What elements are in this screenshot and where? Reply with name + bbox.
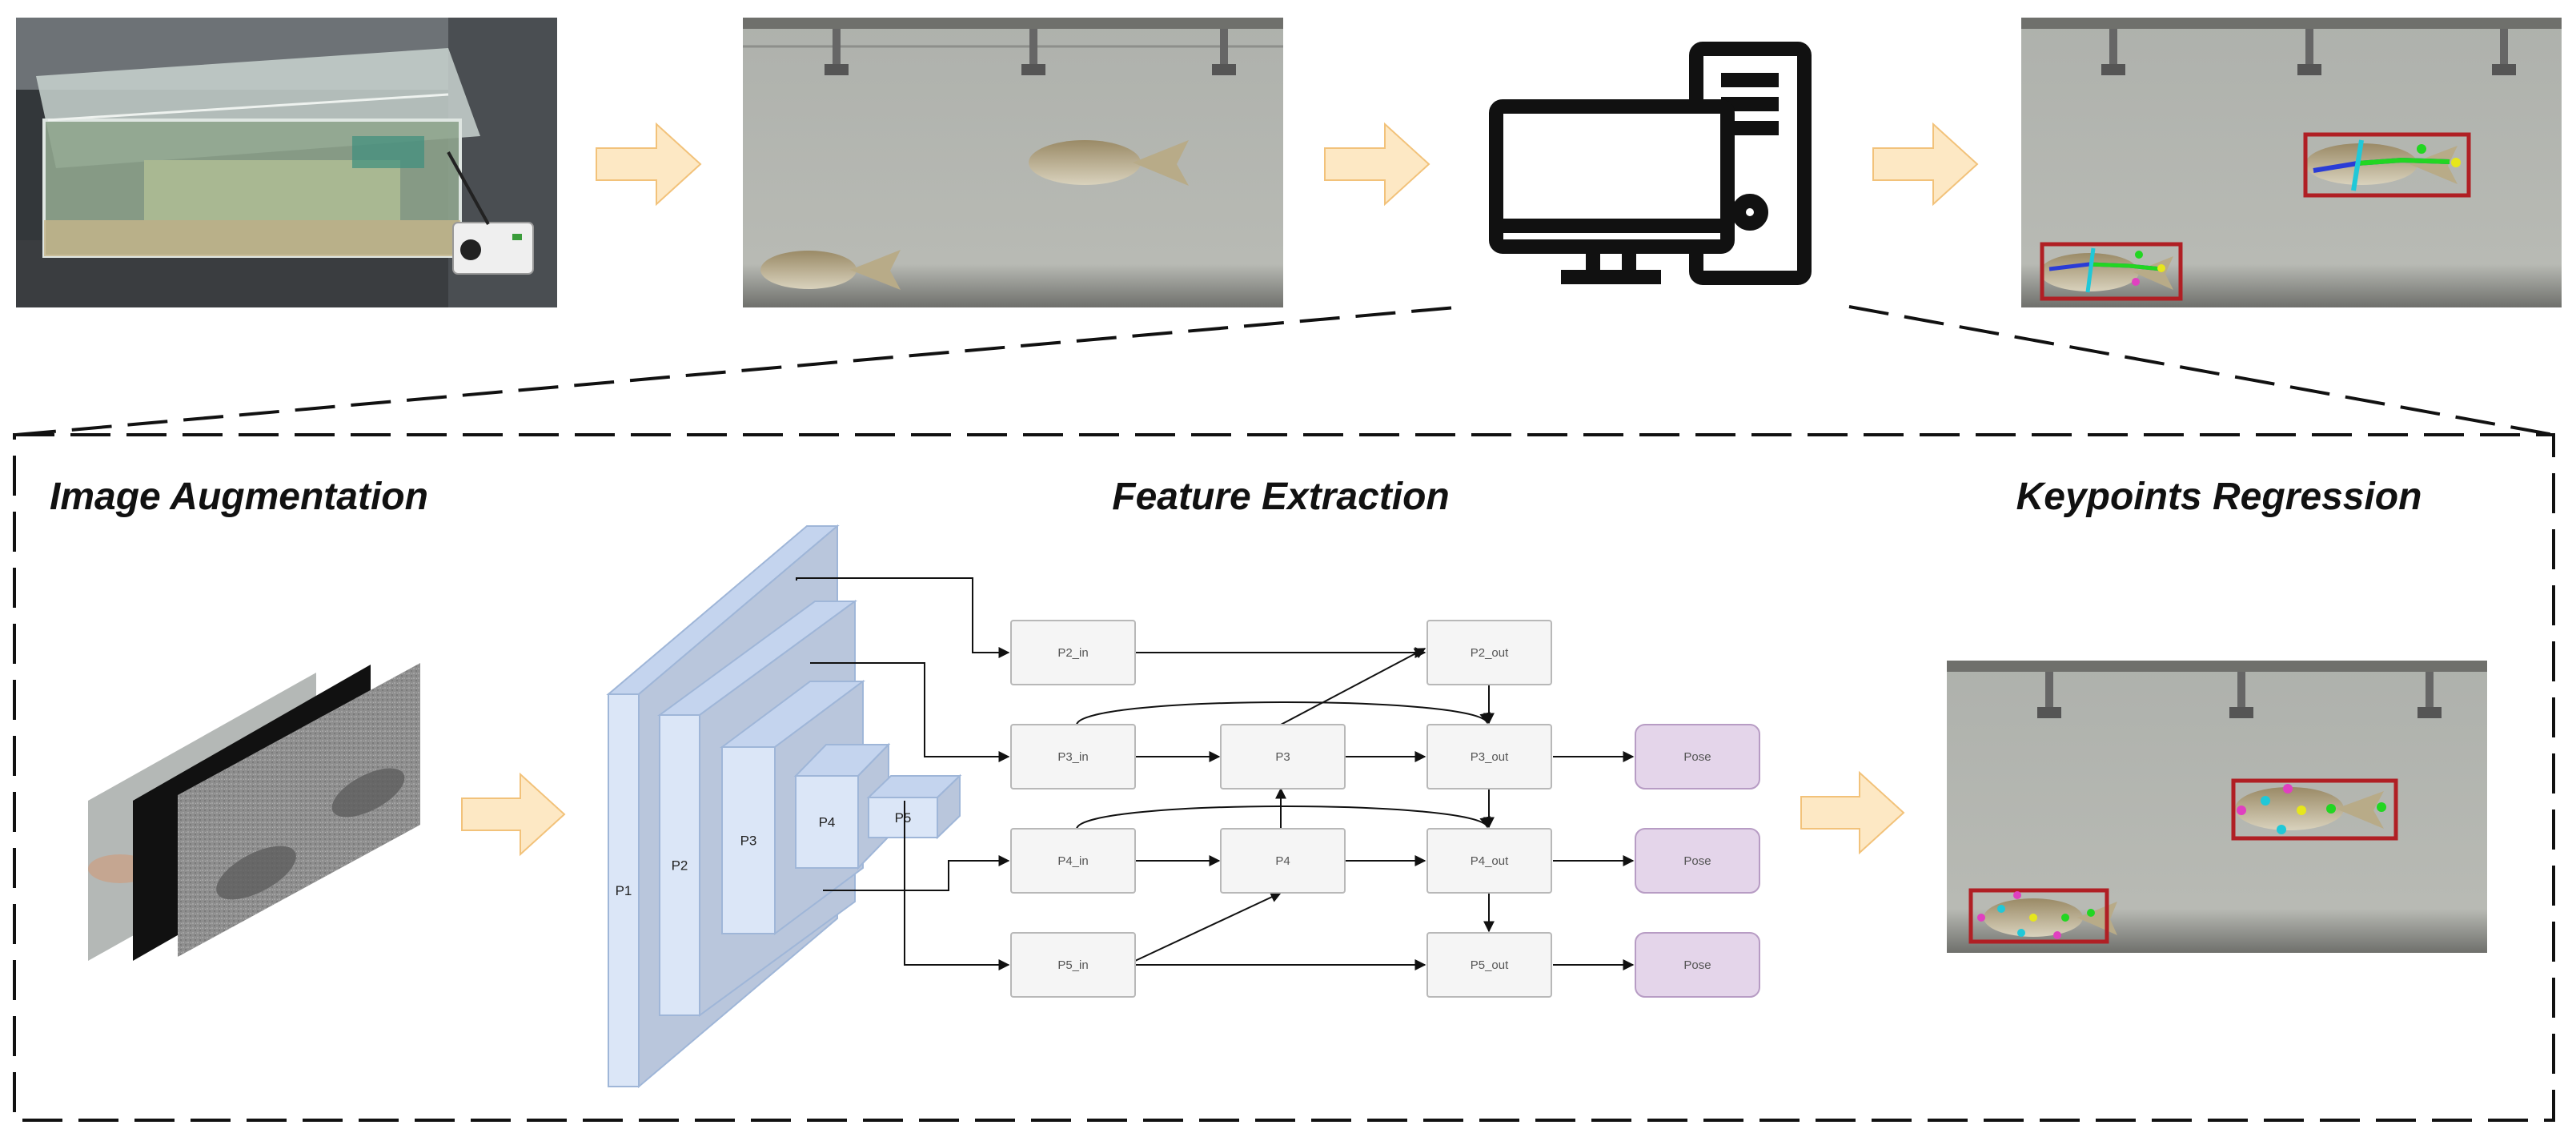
flow-arrow-icon [1324, 122, 1430, 207]
node-mid-p3: P3 [1220, 724, 1346, 789]
pose-head-1: Pose [1635, 724, 1760, 789]
node-p3_in: P3_in [1010, 724, 1136, 789]
node-label: Pose [1683, 854, 1711, 868]
node-label: P5_out [1471, 958, 1509, 972]
pose-head-3: Pose [1635, 932, 1760, 998]
node-label: P3_in [1057, 750, 1088, 764]
computer-monitor-icon [1489, 99, 1735, 284]
node-p4_out: P4_out [1426, 828, 1552, 894]
detection-result-image [2021, 18, 2562, 307]
node-p2_in: P2_in [1010, 620, 1136, 685]
flow-arrow-icon [461, 772, 566, 857]
bounding-box [1968, 888, 2109, 944]
bounding-box [2231, 778, 2398, 841]
flow-arrow-icon [1800, 770, 1905, 855]
bounding-box [2303, 132, 2471, 198]
node-label: P4_in [1057, 854, 1088, 868]
raw-tank-image [743, 18, 1283, 307]
title-image-augmentation: Image Augmentation [50, 476, 428, 518]
pose-head-2: Pose [1635, 828, 1760, 894]
node-p2_out: P2_out [1426, 620, 1552, 685]
node-p3_out: P3_out [1426, 724, 1552, 789]
backbone-layer-p5: P5 [866, 773, 962, 840]
zoom-frame [13, 305, 2555, 1122]
node-label: P2_out [1471, 646, 1509, 660]
flow-arrow-icon [1872, 122, 1979, 207]
node-p4_in: P4_in [1010, 828, 1136, 894]
node-label: Pose [1683, 958, 1711, 972]
node-p5_out: P5_out [1426, 932, 1552, 998]
fish [216, 768, 405, 900]
node-label: P3 [1275, 750, 1290, 764]
backbone-label: P4 [819, 815, 836, 830]
lab-setup-photo [16, 18, 557, 307]
computer-icon [1489, 42, 1812, 285]
backbone-label: P5 [895, 810, 912, 826]
fish [760, 250, 901, 290]
title-feature-extraction: Feature Extraction [1112, 476, 1449, 518]
node-label: P2_in [1057, 646, 1088, 660]
backbone-label: P1 [616, 883, 632, 898]
feature-connections [796, 577, 1635, 970]
node-label: P4_out [1471, 854, 1509, 868]
node-label: P4 [1275, 854, 1290, 868]
title-keypoints-regression: Keypoints Regression [2016, 476, 2422, 518]
node-label: P5_in [1057, 958, 1088, 972]
node-p5_in: P5_in [1010, 932, 1136, 998]
backbone-label: P3 [740, 834, 757, 849]
fish [1029, 140, 1189, 186]
node-label: Pose [1683, 750, 1711, 764]
keypoints-result-image [1947, 661, 2487, 953]
augmented-image-stack [88, 663, 420, 961]
backbone: P1 P2 P3 P4 P5 [606, 524, 962, 1089]
flow-arrow-icon [596, 122, 702, 207]
bounding-box [2040, 242, 2183, 301]
node-label: P3_out [1471, 750, 1509, 764]
backbone-label: P2 [672, 858, 688, 874]
node-mid-p4: P4 [1220, 828, 1346, 894]
